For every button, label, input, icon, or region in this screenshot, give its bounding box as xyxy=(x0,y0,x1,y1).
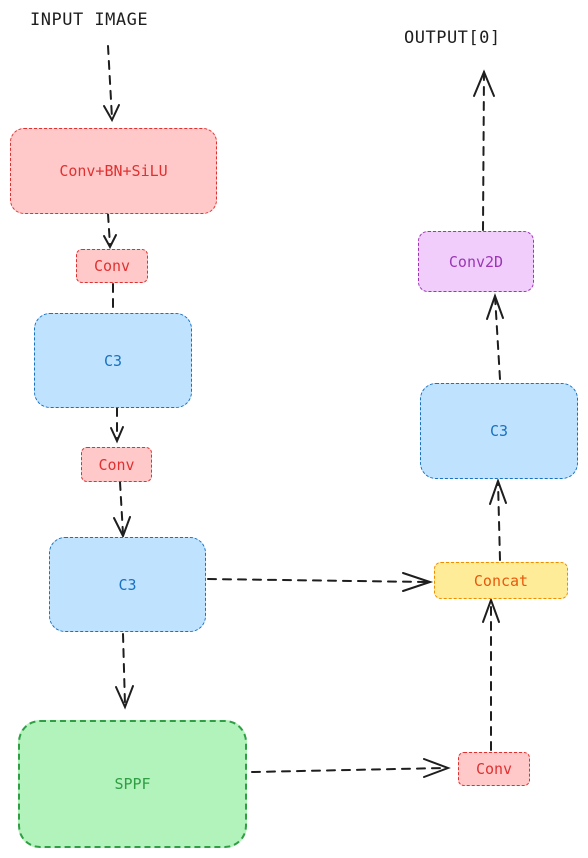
arrowhead xyxy=(473,69,495,97)
arrowhead xyxy=(482,597,500,623)
arrowhead xyxy=(489,478,507,505)
arrowhead xyxy=(402,572,434,592)
conv-node-1: Conv xyxy=(76,249,148,283)
edge-c3-2-to-concat xyxy=(207,578,429,583)
edge-concat-to-c3-3 xyxy=(497,481,501,561)
arrowhead xyxy=(113,516,131,539)
conv-node-3: Conv xyxy=(458,752,530,786)
edge-c3-2-to-sppf xyxy=(122,633,126,706)
arrowhead xyxy=(486,293,504,320)
edge-input-to-stem xyxy=(107,45,113,119)
edge-conv2d-to-output xyxy=(482,71,485,231)
edge-stem-to-conv1 xyxy=(107,213,111,246)
conv2d-node: Conv2D xyxy=(418,231,534,292)
conv-node-2: Conv xyxy=(81,447,152,482)
arrowhead xyxy=(103,234,117,250)
arrowhead xyxy=(423,758,451,778)
input-label: INPUT IMAGE xyxy=(30,10,149,30)
concat-node: Concat xyxy=(434,562,568,599)
arrowhead xyxy=(110,426,124,444)
edge-conv2-to-c3-2 xyxy=(119,481,124,535)
sppf-node: SPPF xyxy=(18,720,247,848)
conv-bn-silu-node: Conv+BN+SiLU xyxy=(10,128,217,214)
c3-node-1: C3 xyxy=(34,313,192,408)
c3-node-3: C3 xyxy=(420,383,578,479)
c3-node-2: C3 xyxy=(49,537,206,632)
arrowhead xyxy=(115,685,134,710)
arrowhead xyxy=(103,104,120,123)
edge-sppf-to-conv3 xyxy=(251,767,447,773)
output-label: OUTPUT[0] xyxy=(404,28,501,48)
